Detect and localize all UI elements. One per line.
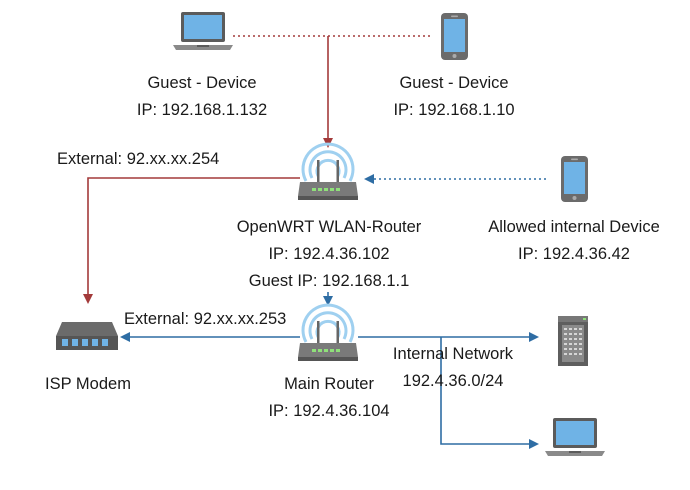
smartphone-icon bbox=[441, 13, 468, 60]
openwrt-external-link bbox=[83, 177, 300, 304]
internal-network-name: Internal Network bbox=[392, 345, 514, 363]
main-router-ip: IP: 192.4.36.104 bbox=[268, 402, 390, 420]
internal-network-link bbox=[358, 332, 539, 449]
guest-phone-ip: IP: 192.168.1.10 bbox=[393, 101, 515, 119]
laptop-icon bbox=[545, 418, 605, 456]
modem-icon bbox=[56, 322, 118, 350]
smartphone-icon bbox=[561, 156, 588, 202]
internal-network-subnet: 192.4.36.0/24 bbox=[402, 372, 504, 390]
openwrt-external-label: External: 92.xx.xx.254 bbox=[57, 150, 220, 168]
main-router-name: Main Router bbox=[284, 375, 374, 393]
allowed-device-name: Allowed internal Device bbox=[488, 218, 660, 236]
isp-modem-name: ISP Modem bbox=[45, 375, 131, 393]
openwrt-router-guest-ip: Guest IP: 192.168.1.1 bbox=[248, 272, 410, 290]
allowed-device-ip: IP: 192.4.36.42 bbox=[518, 245, 630, 263]
laptop-icon bbox=[173, 12, 233, 50]
main-external-label: External: 92.xx.xx.253 bbox=[124, 310, 287, 328]
wifi-router-icon bbox=[298, 142, 358, 200]
guest-laptop-name: Guest - Device bbox=[147, 74, 257, 92]
openwrt-router-name: OpenWRT WLAN-Router bbox=[236, 218, 422, 236]
guest-laptop-ip: IP: 192.168.1.132 bbox=[136, 101, 268, 119]
guest-phone-name: Guest - Device bbox=[399, 74, 509, 92]
wifi-router-icon bbox=[298, 303, 358, 361]
server-icon bbox=[558, 316, 588, 366]
openwrt-router-ip: IP: 192.4.36.102 bbox=[268, 245, 390, 263]
